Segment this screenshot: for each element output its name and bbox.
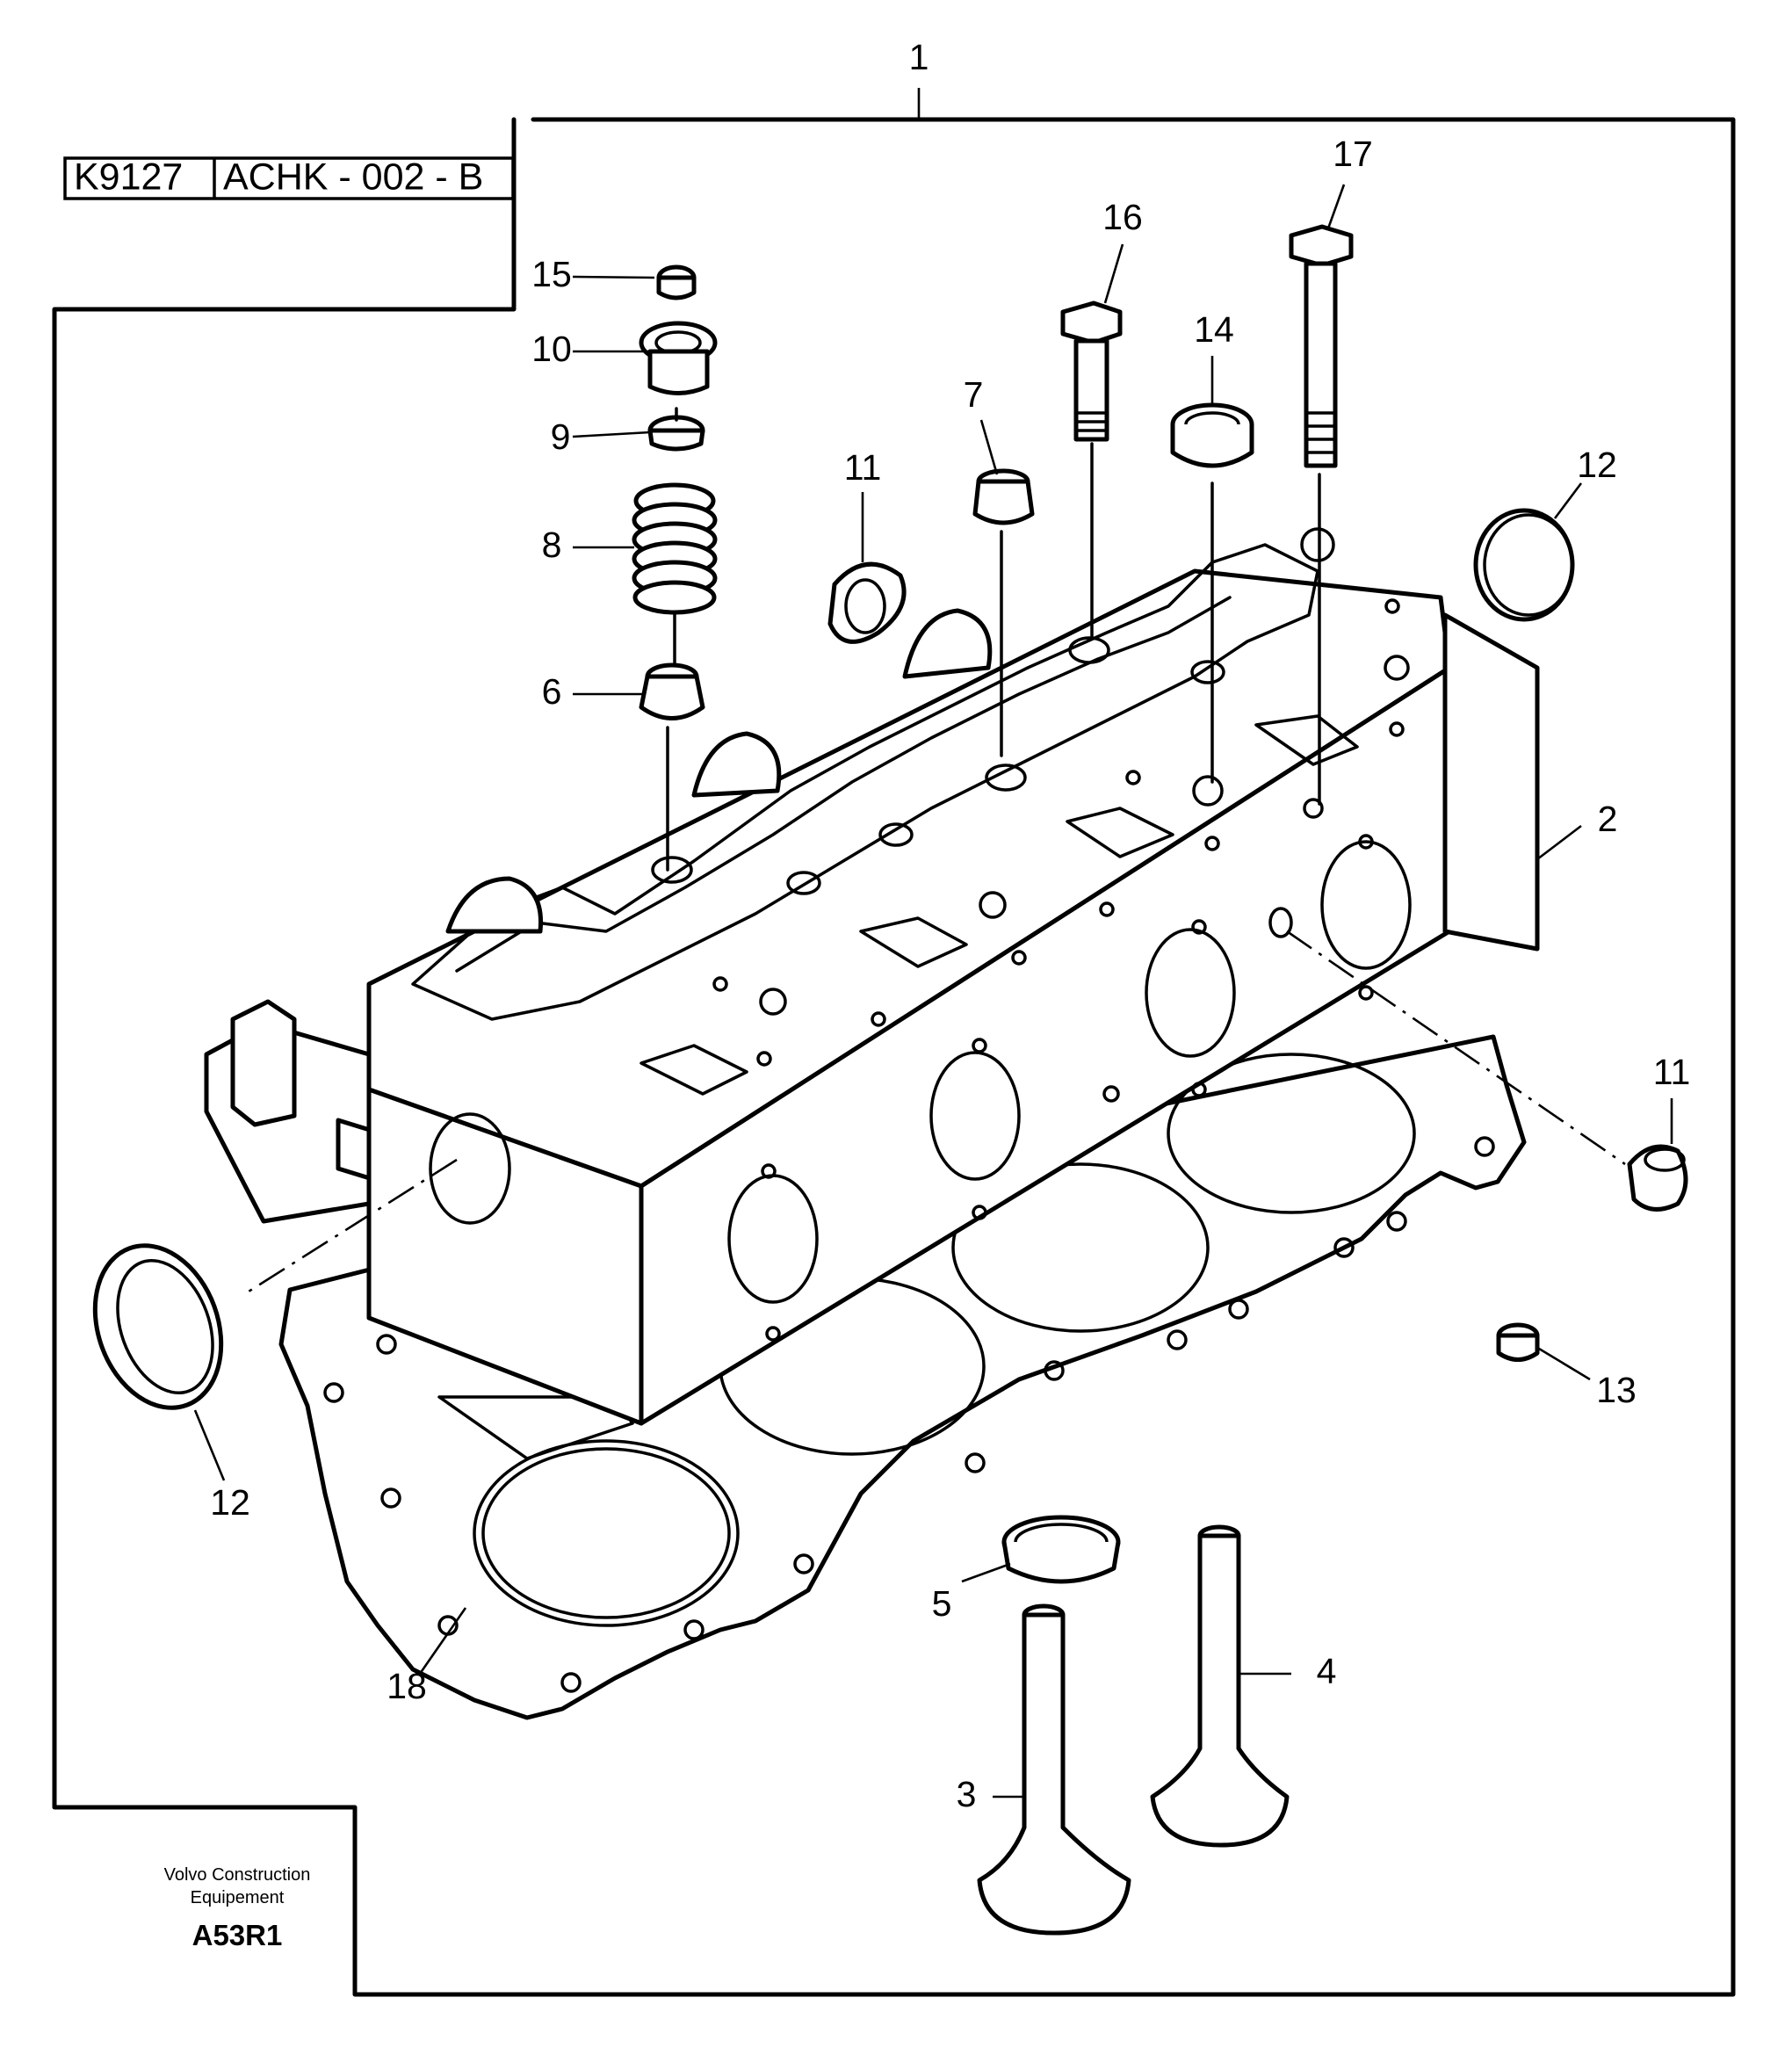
callout-15: 15 — [531, 254, 572, 294]
part-4-valve — [1150, 1524, 1290, 1848]
callout-9: 9 — [551, 416, 571, 457]
part-5-valve-seat — [1001, 1515, 1121, 1584]
part-6-valve-stem-seal — [639, 662, 705, 720]
callout-18: 18 — [387, 1666, 427, 1706]
part-17-cylinder-head-bolt-long — [1289, 224, 1354, 806]
kit-boundary-frame — [52, 117, 1736, 1997]
part-3-valve — [977, 1603, 1131, 1936]
figure-code: A53R1 — [192, 1919, 283, 1951]
part-12-seal-ring-left — [92, 1243, 224, 1410]
part-11-core-plug-upper — [827, 561, 907, 644]
callout-3: 3 — [957, 1774, 977, 1814]
callout-6: 6 — [542, 671, 562, 712]
head-gasket — [278, 1034, 1527, 1720]
callout-7: 7 — [964, 374, 984, 415]
callout-12-upper: 12 — [1577, 445, 1617, 485]
callout-16: 16 — [1102, 197, 1143, 237]
part-12-cover-plate-upper — [1473, 508, 1575, 622]
callout-2: 2 — [1598, 799, 1618, 839]
callout-10: 10 — [531, 329, 572, 369]
reference-code: K9127 — [74, 156, 183, 198]
callout-labels: 1 2 3 4 5 6 7 8 9 10 11 11 12 12 13 14 1… — [210, 37, 1690, 1814]
reference-box: K9127 ACHK - 002 - B — [63, 156, 515, 200]
part-10-valve-rotator — [639, 321, 718, 395]
leader-lines — [193, 88, 1673, 1799]
callout-11-lower: 11 — [1653, 1052, 1691, 1092]
callout-13: 13 — [1596, 1370, 1637, 1410]
callout-12-lower: 12 — [210, 1482, 250, 1523]
callout-14: 14 — [1194, 309, 1234, 350]
part-11-core-plug-lower — [1627, 1144, 1688, 1212]
footer-block: Volvo Construction Equipement A53R1 — [164, 1865, 311, 1951]
publisher-line-1: Volvo Construction — [164, 1865, 311, 1885]
part-15-valve-cap — [656, 264, 697, 300]
callout-1: 1 — [909, 37, 929, 77]
part-8-valve-spring — [632, 482, 718, 615]
callout-4: 4 — [1317, 1651, 1337, 1691]
part-14-sleeve — [1170, 402, 1254, 784]
part-13-plug — [1496, 1322, 1540, 1362]
callout-11-upper: 11 — [844, 447, 882, 488]
callout-5: 5 — [932, 1583, 952, 1624]
callout-17: 17 — [1333, 134, 1373, 174]
cylinder-head — [204, 527, 1540, 1426]
part-9-valve-collet — [647, 415, 705, 452]
publisher-line-2: Equipement — [191, 1888, 285, 1907]
valve-spring-stack — [632, 264, 718, 872]
callout-8: 8 — [542, 525, 562, 565]
part-16-cylinder-head-bolt — [1060, 300, 1123, 639]
part-7-injector-sleeve — [972, 468, 1035, 757]
drawing-number: ACHK - 002 - B — [223, 156, 483, 198]
